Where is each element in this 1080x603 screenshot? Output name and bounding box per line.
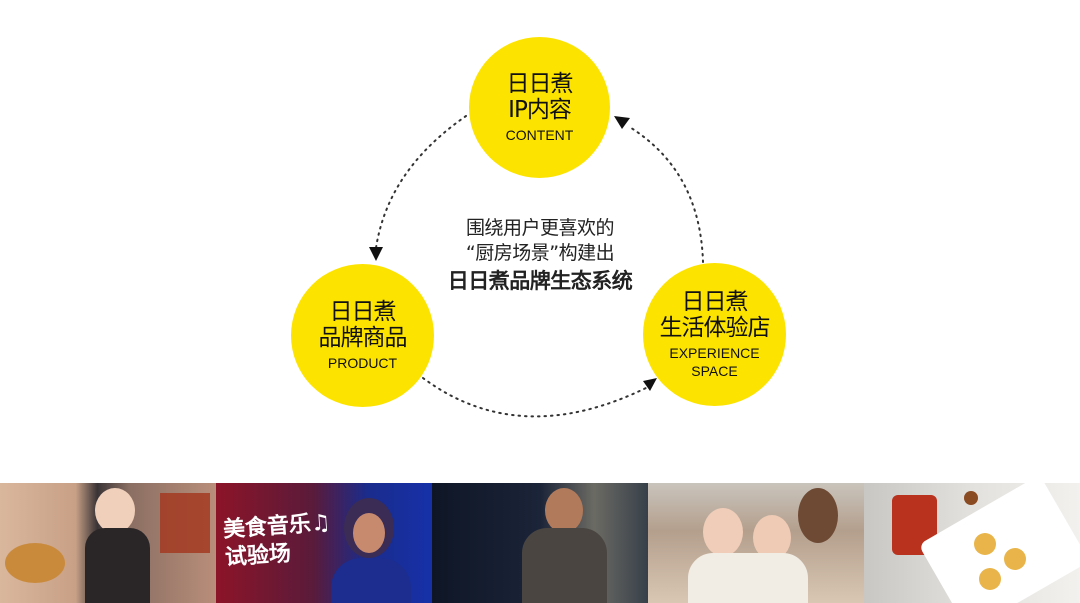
node-product: 日日煮 品牌商品 PRODUCT xyxy=(291,264,434,407)
node-english-2: SPACE xyxy=(691,363,738,379)
arrow-up-left-icon xyxy=(614,116,630,129)
roast-chicken-poster xyxy=(0,483,216,603)
node-subtitle: 品牌商品 xyxy=(318,325,408,351)
arc-experience-to-content xyxy=(627,125,704,263)
center-caption: 围绕用户更喜欢的 “厨房场景”构建出 日日煮品牌生态系统 xyxy=(420,216,660,296)
caption-line-1: 围绕用户更喜欢的 xyxy=(465,217,615,239)
experience-store-photo xyxy=(648,483,864,603)
cycle-arrows xyxy=(369,115,704,418)
node-english: PRODUCT xyxy=(327,355,398,371)
caption-headline: 日日煮品牌生态系统 xyxy=(447,269,633,293)
node-english: CONTENT xyxy=(505,127,574,143)
chef-kitchen-poster xyxy=(432,483,648,603)
node-content: 日日煮 IP内容 CONTENT xyxy=(469,37,610,178)
arrow-down-icon xyxy=(369,247,383,261)
food-music-lab-poster: 美食音乐♫试验场 xyxy=(216,483,432,603)
poster-title: 美食音乐♫试验场 xyxy=(222,510,332,571)
node-experience: 日日煮 生活体验店 EXPERIENCE SPACE xyxy=(643,263,786,406)
caption-line-2: “厨房场景”构建出 xyxy=(465,242,615,264)
arc-product-to-experience xyxy=(422,377,649,418)
photo-strip: 美食音乐♫试验场 xyxy=(0,483,1080,603)
node-title: 日日煮 xyxy=(681,289,749,315)
node-title: 日日煮 xyxy=(506,71,574,97)
node-english: EXPERIENCE xyxy=(669,345,760,361)
node-title: 日日煮 xyxy=(329,299,397,325)
node-subtitle: IP内容 xyxy=(508,97,572,123)
node-subtitle: 生活体验店 xyxy=(659,315,771,341)
product-egg-tarts-photo xyxy=(864,483,1080,603)
arc-content-to-product xyxy=(375,115,467,249)
arrow-right-icon xyxy=(643,378,657,391)
